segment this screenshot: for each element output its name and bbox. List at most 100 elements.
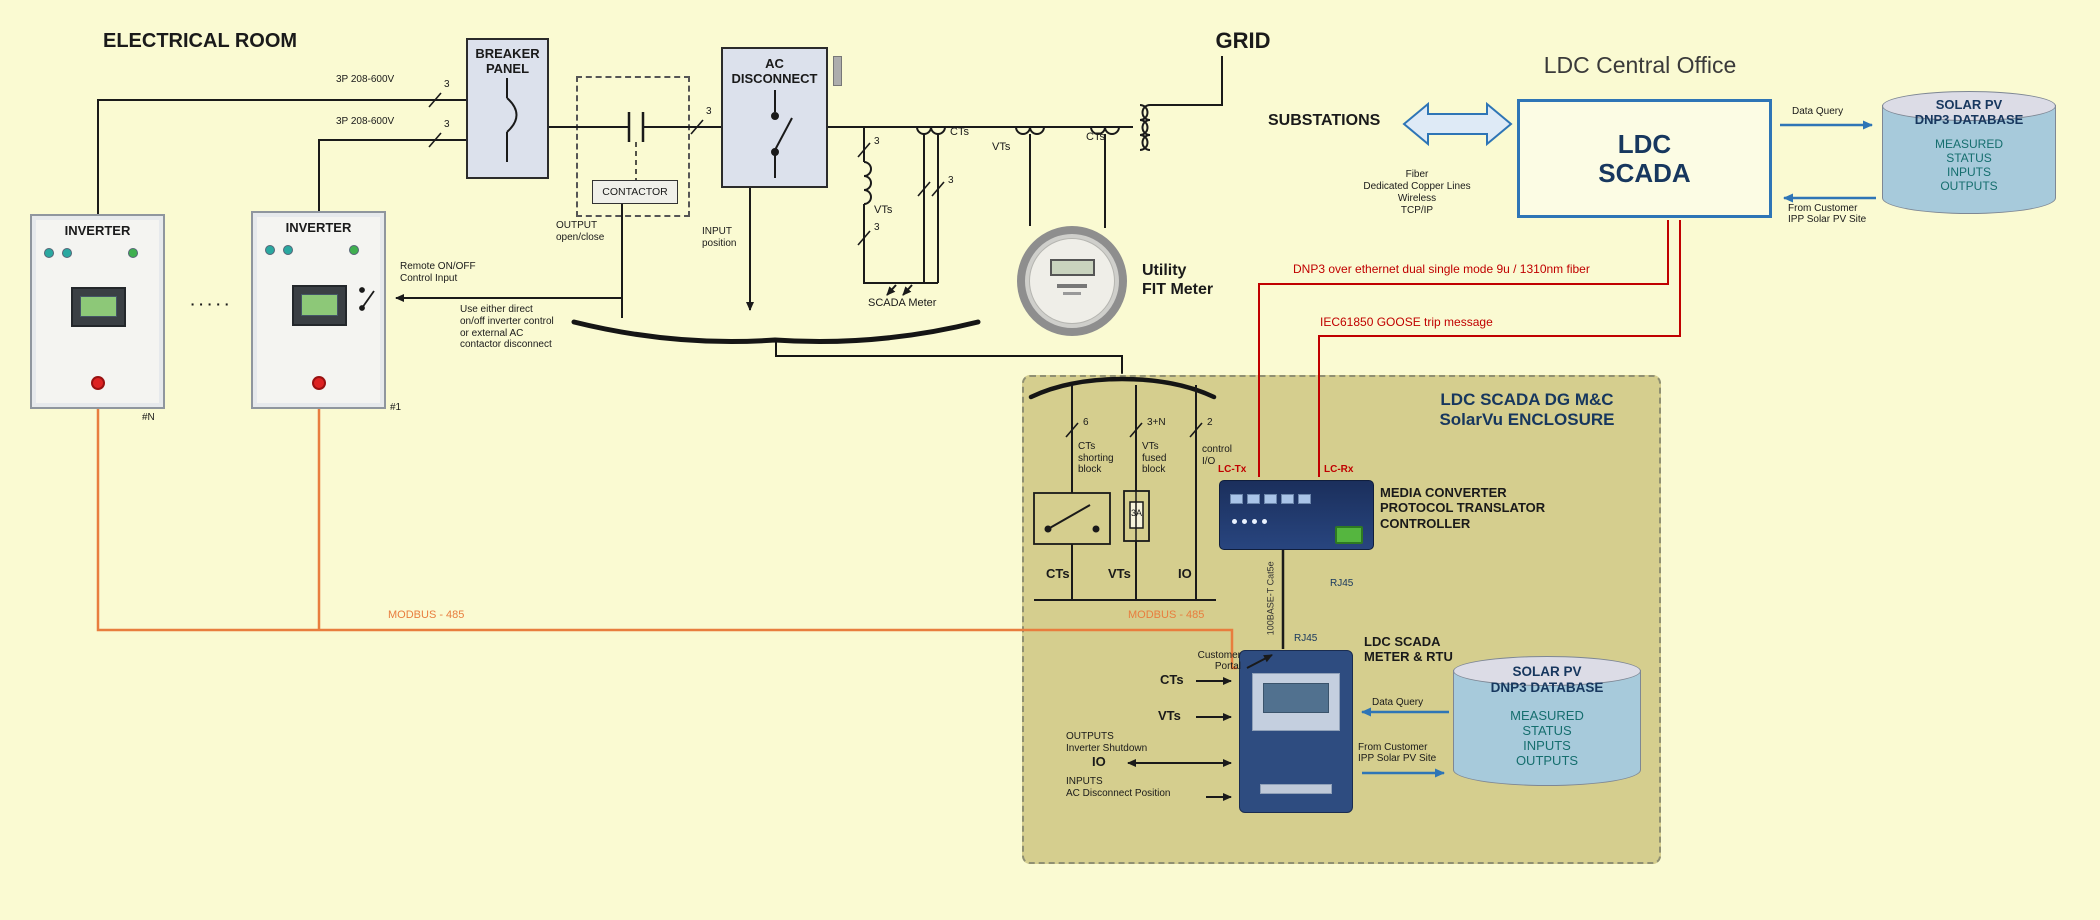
db-top-title: SOLAR PV DNP3 DATABASE [1914, 97, 2024, 127]
ldc-scada-box: LDC SCADA [1517, 99, 1772, 218]
inverter-lcd-icon [301, 294, 339, 316]
enclosure-io-label: IO [1178, 566, 1192, 581]
lc-rx-label: LC-Rx [1324, 464, 1354, 475]
status-led-icon [62, 248, 72, 258]
fuse-rating-label: 3A [1130, 508, 1142, 518]
rtu-panel-icon [1252, 673, 1340, 731]
led-icon [1242, 519, 1247, 524]
disconnect-switch-icon [771, 90, 793, 178]
control-choice-note: Use either direct on/off inverter contro… [460, 304, 554, 351]
substations-double-arrow-icon [1402, 101, 1513, 147]
inverter-stop-button-icon [311, 375, 326, 390]
dnp3-fiber-label: DNP3 over ethernet dual single mode 9u /… [1293, 262, 1590, 276]
media-converter-ports [1230, 491, 1315, 509]
instrument-transformers [863, 126, 1120, 296]
modbus-label-b: MODBUS - 485 [1128, 609, 1205, 621]
scada-meter-rtu-device [1239, 650, 1353, 813]
cylinder-cap-icon [1882, 91, 2056, 121]
db-bottom-body: MEASURED STATUS INPUTS OUTPUTS [1510, 708, 1584, 768]
brace-icon [571, 319, 981, 345]
media-converter-label: MEDIA CONVERTER PROTOCOL TRANSLATOR CONT… [1380, 485, 1546, 531]
data-query-top-label: Data Query [1792, 106, 1844, 117]
inverter-1-label: INVERTER [285, 220, 352, 235]
led-icon [1232, 519, 1237, 524]
goose-line [1318, 220, 1681, 477]
modbus-lines [96, 409, 1237, 670]
utility-fit-meter-device [1017, 226, 1127, 336]
inverter-n-indicators [44, 248, 155, 258]
wire-label-bottom: 3P 208-600V [336, 116, 395, 127]
from-customer-bottom-label: From Customer IPP Solar PV Site [1358, 742, 1437, 764]
inverter-n-tag: #N [142, 412, 155, 423]
phase-count: 3 [444, 119, 450, 130]
meter-lcd-icon [1050, 259, 1095, 276]
disconnect-handle-icon [833, 56, 842, 86]
meter-rtu-title: LDC SCADA METER & RTU [1364, 634, 1453, 665]
ldc-office-title: LDC Central Office [1543, 52, 1737, 78]
cts-label-b: CTs [1086, 131, 1105, 143]
control-io-note: control I/O [1202, 444, 1233, 467]
status-led-icon [265, 245, 275, 255]
vts-count: 3+N [1147, 417, 1166, 428]
inverter-n-device: INVERTER [30, 214, 165, 409]
status-led-icon [283, 245, 293, 255]
led-icon [1252, 519, 1257, 524]
meter-barcode-icon [1063, 292, 1081, 295]
inverter-display [71, 286, 127, 327]
grid-title: GRID [1215, 28, 1271, 53]
cts-block-note: CTs shorting block [1078, 441, 1114, 475]
meter-io-label: IO [1092, 754, 1106, 769]
cat5e-cable-label: 100BASE-T Cat5e [1265, 561, 1276, 636]
scada-meter-label: SCADA Meter [868, 297, 937, 309]
inverter-n-label: INVERTER [64, 223, 131, 238]
customer-portal-label: Customer Portal [1197, 650, 1241, 672]
enclosure-title: LDC SCADA DG M&C SolarVu ENCLOSURE [1439, 390, 1615, 430]
rj45-label-a: RJ45 [1330, 578, 1354, 589]
contactor-output-note: OUTPUT open/close [556, 220, 605, 243]
enclosure-vts-label: VTs [1108, 566, 1131, 581]
vts-block-note: VTs fused block [1142, 441, 1167, 475]
contactor-label: CONTACTOR [602, 185, 668, 198]
electrical-room-title: ELECTRICAL ROOM [103, 30, 298, 52]
cylinder-body-icon [1882, 105, 2056, 214]
cylinder-body-icon [1453, 670, 1641, 786]
cts-label-a: CTs [950, 126, 969, 138]
db-top-body: MEASURED STATUS INPUTS OUTPUTS [1934, 137, 2003, 193]
meter-cts-label: CTs [1160, 672, 1184, 687]
inverter-ellipsis: · · · · · [190, 296, 230, 312]
rtu-lcd-icon [1263, 683, 1329, 713]
ethernet-port-icon [1298, 494, 1311, 504]
meter-vts-label: VTs [1158, 708, 1181, 723]
ldc-scada-box-label: LDC SCADA [1598, 128, 1691, 188]
media-converter-device [1219, 480, 1374, 550]
ethernet-port-icon [1247, 494, 1260, 504]
cts-count: 6 [1083, 417, 1089, 428]
rtu-terminal-strip-icon [1260, 784, 1332, 794]
dnp3-database-top: SOLAR PV DNP3 DATABASE MEASURED STATUS I… [1882, 91, 2056, 214]
ct-coil-icon [916, 126, 946, 135]
meter-connections [1127, 550, 1285, 801]
from-customer-top-label: From Customer IPP Solar PV Site [1788, 203, 1867, 225]
data-arrows [1361, 120, 1876, 778]
outputs-note: OUTPUTS Inverter Shutdown [1066, 731, 1148, 754]
data-query-bottom-label: Data Query [1372, 697, 1424, 708]
inverter-1-tag: #1 [390, 402, 402, 413]
disconnect-input-note: INPUT position [702, 226, 737, 249]
inverter-display [292, 284, 348, 326]
phase-count: 3 [948, 175, 954, 186]
io-count: 2 [1207, 417, 1213, 428]
ethernet-port-icon [1281, 494, 1294, 504]
dnp3-fiber-line [1258, 220, 1669, 477]
substations-label: SUBSTATIONS [1268, 112, 1381, 129]
fiber-lc-connector-icon [1335, 526, 1363, 544]
power-wires [97, 56, 1223, 214]
status-led-icon [128, 248, 138, 258]
breaker-symbol-icon [506, 78, 518, 162]
db-bottom-title: SOLAR PV DNP3 DATABASE [1490, 664, 1604, 695]
meter-barcode-icon [1057, 284, 1087, 288]
status-led-icon [349, 245, 359, 255]
fit-meter-label: Utility FIT Meter [1142, 262, 1214, 298]
phase-slashes [428, 92, 1203, 438]
